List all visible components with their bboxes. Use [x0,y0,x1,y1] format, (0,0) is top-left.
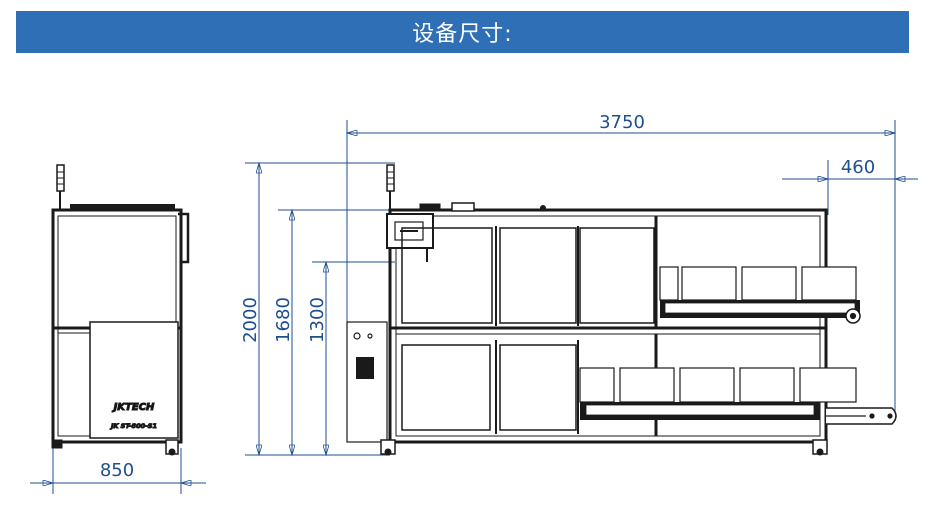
signal-tower-icon [56,164,65,210]
side-cabinet-panel [89,321,179,439]
conveyor-extension-value: 460 [841,157,875,178]
control-cabinet [346,321,388,443]
length-dimensions [347,120,918,415]
length-total-value: 3750 [599,112,645,133]
width-dimension [30,448,206,494]
width-value: 850 [100,460,134,481]
height-total-value: 2000 [240,297,261,343]
front-view-machine [346,164,897,456]
section-title-banner: 设备尺寸: [16,11,909,53]
section-title: 设备尺寸: [412,22,513,47]
height-upper-value: 1680 [273,297,294,343]
lower-conveyor-trays [579,367,897,425]
height-lower-value: 1300 [307,297,328,343]
upper-conveyor-trays [659,266,861,324]
side-view-machine: JKTECH JK ST-800-S1 [51,164,190,456]
signal-tower-icon [386,164,395,210]
height-dimensions [245,163,395,455]
jktech-logo: JKTECH [112,402,155,413]
model-label: JK ST-800-S1 [109,422,157,430]
